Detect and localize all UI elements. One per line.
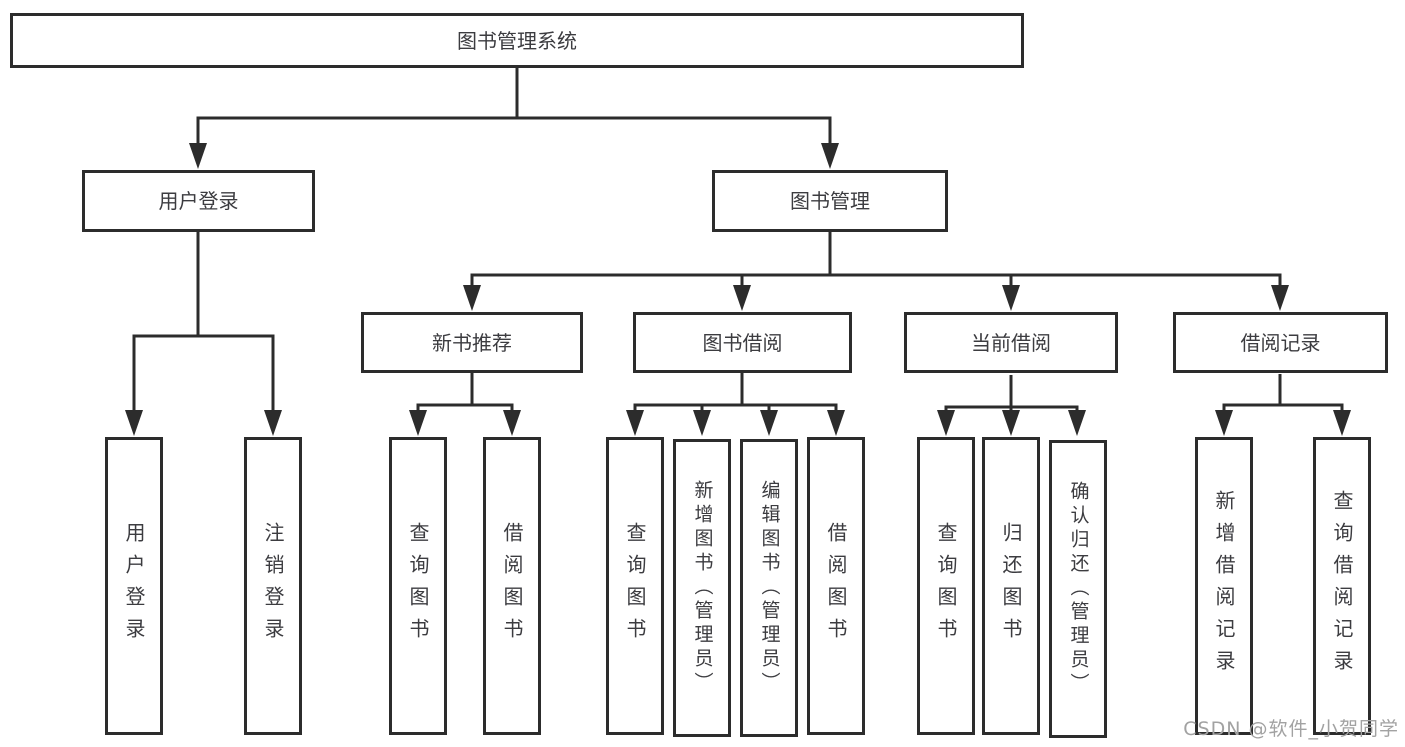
node-new-book-recommend: 新书推荐 <box>361 312 583 373</box>
node-library-management-system: 图书管理系统 <box>10 13 1024 68</box>
arrow-down-icon <box>821 143 839 169</box>
arrow-down-icon <box>1068 410 1086 436</box>
arrow-down-icon <box>463 285 481 311</box>
arrow-down-icon <box>1002 285 1020 311</box>
arrow-down-icon <box>1002 410 1020 436</box>
leaf-logout: 注销登录 <box>244 437 302 735</box>
arrow-down-icon <box>1215 410 1233 436</box>
arrow-down-icon <box>503 410 521 436</box>
node-book-management: 图书管理 <box>712 170 948 232</box>
node-book-borrow: 图书借阅 <box>633 312 852 373</box>
node-user-login: 用户登录 <box>82 170 315 232</box>
leaf-borrow-borrow-book: 借阅图书 <box>807 437 865 735</box>
leaf-current-query-book: 查询图书 <box>917 437 975 735</box>
leaf-borrow-edit-book-admin: 编辑图书（管理员） <box>740 439 798 737</box>
leaf-recommend-borrow-book: 借阅图书 <box>483 437 541 735</box>
arrowheads <box>125 143 1351 436</box>
arrow-down-icon <box>937 410 955 436</box>
arrow-down-icon <box>693 410 711 436</box>
leaf-record-add: 新增借阅记录 <box>1195 437 1253 735</box>
leaf-borrow-query-book: 查询图书 <box>606 437 664 735</box>
csdn-watermark: CSDN @软件_小贺同学 <box>1183 718 1399 740</box>
leaf-borrow-add-book-admin: 新增图书（管理员） <box>673 439 731 737</box>
leaf-current-return-book: 归还图书 <box>982 437 1040 735</box>
arrow-down-icon <box>760 410 778 436</box>
arrow-down-icon <box>1271 285 1289 311</box>
arrow-down-icon <box>827 410 845 436</box>
arrow-down-icon <box>189 143 207 169</box>
arrow-down-icon <box>626 410 644 436</box>
leaf-user-login: 用户登录 <box>105 437 163 735</box>
leaf-recommend-query-book: 查询图书 <box>389 437 447 735</box>
arrow-down-icon <box>264 410 282 436</box>
arrow-down-icon <box>125 410 143 436</box>
arrow-down-icon <box>733 285 751 311</box>
node-current-borrow: 当前借阅 <box>904 312 1118 373</box>
leaf-current-confirm-return-admin: 确认归还（管理员） <box>1049 440 1107 738</box>
arrow-down-icon <box>1333 410 1351 436</box>
node-borrow-record: 借阅记录 <box>1173 312 1388 373</box>
leaf-record-query: 查询借阅记录 <box>1313 437 1371 735</box>
arrow-down-icon <box>409 410 427 436</box>
